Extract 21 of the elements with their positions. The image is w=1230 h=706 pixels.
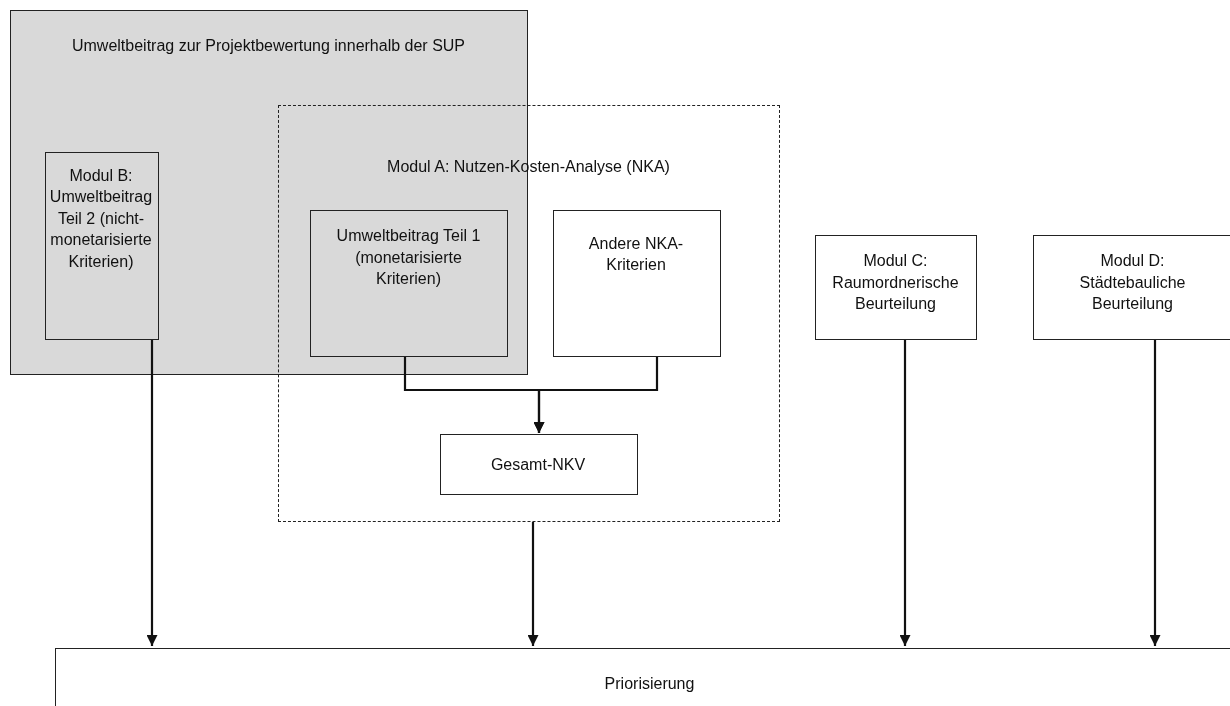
box-label: Priorisierung — [603, 674, 696, 694]
module-box — [552, 209, 721, 357]
box-label: Modul D: Städtebauliche Beurteilung — [1078, 251, 1187, 315]
arrow — [533, 357, 659, 433]
box-label: Andere NKA-Kriterien — [587, 233, 685, 276]
dashed-group-box — [278, 105, 780, 522]
arrow — [899, 340, 911, 646]
module-box — [439, 433, 638, 495]
module-box — [815, 235, 977, 340]
arrow — [1149, 340, 1161, 646]
module-box — [55, 648, 1230, 706]
box-label: Modul C: Raumordnerische Beurteilung — [831, 251, 960, 315]
box-label: Gesamt-NKV — [489, 454, 587, 475]
arrow — [146, 340, 158, 646]
module-box — [1033, 235, 1230, 340]
box-label: Umweltbeitrag zur Projektbewertung innerhalb der SUP — [70, 36, 467, 56]
arrow — [527, 522, 539, 646]
module-box — [44, 151, 159, 340]
module-box — [310, 210, 508, 357]
box-label: Umweltbeitrag Teil 1 (monetarisierte Kriterien) — [335, 226, 482, 290]
box-label: Modul B: Umweltbeitrag Teil 2 (nicht-monetarisierte Kriterien) — [48, 165, 154, 272]
